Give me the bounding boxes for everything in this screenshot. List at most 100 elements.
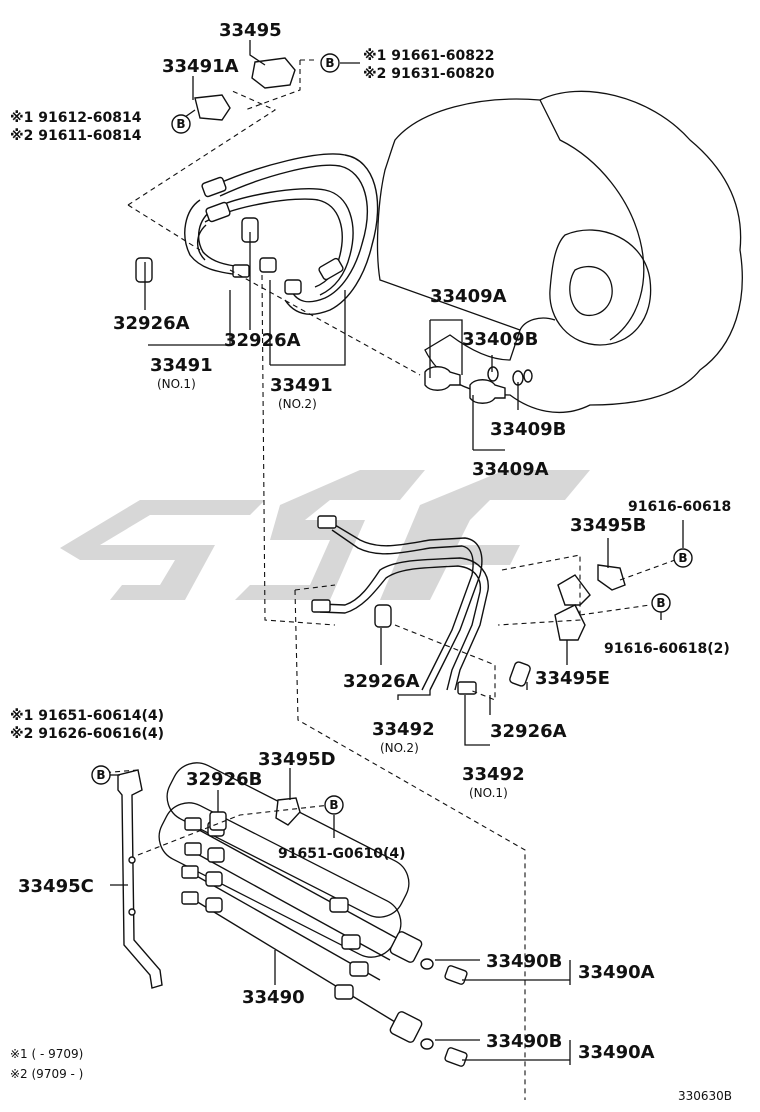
pipe-fitting (457, 681, 477, 695)
union-33409A (469, 379, 506, 404)
bracket-33495E (554, 604, 586, 641)
clamp-33491A (194, 94, 231, 121)
hose-end (184, 817, 202, 831)
label-33491: 33491 (270, 375, 333, 396)
label-32926B: 32926B (186, 769, 262, 790)
hose-clamp (205, 897, 223, 913)
label-no1: (NO.1) (469, 786, 508, 800)
union-bolt-33490A (444, 1047, 468, 1067)
label-33409A: 33409A (430, 286, 507, 307)
hose-clamp (207, 847, 225, 863)
hose-end (181, 865, 199, 879)
label-no1: (NO.1) (157, 377, 196, 391)
label-91651-60614: ※1 91651-60614(4) (10, 708, 164, 724)
hose-fitting (232, 264, 250, 278)
label-33491A: 33491A (162, 56, 239, 77)
circle-b-marker: B (673, 548, 693, 568)
diagram-code: 330630B (678, 1089, 732, 1103)
protector-sleeve (135, 257, 153, 283)
label-33409A: 33409A (472, 459, 549, 480)
label-32926A: 32926A (224, 330, 301, 351)
bolt-hole (128, 908, 136, 916)
hose-clamp (341, 934, 361, 950)
legend-note-1: ※1 ( - 9709) (10, 1047, 83, 1061)
bracket-33495 (251, 57, 296, 89)
leader-lines (110, 40, 684, 1065)
pipe-fitting (311, 599, 331, 613)
label-33495E: 33495E (535, 668, 610, 689)
hose-end (184, 842, 202, 856)
label-91612-60814: ※1 91612-60814 (10, 110, 142, 126)
clamp-33495B (597, 564, 626, 591)
pipe-fitting (317, 515, 337, 529)
bolt-hole (128, 856, 136, 864)
hose-clamp (318, 257, 344, 281)
label-no2: (NO.2) (380, 741, 419, 755)
circle-b-marker: B (171, 114, 191, 134)
union-33409A (424, 366, 461, 391)
legend-note-2: ※2 (9709 - ) (10, 1067, 83, 1081)
label-33490B: 33490B (486, 1031, 562, 1052)
hose-clamp (205, 201, 231, 223)
svg-text:B: B (678, 551, 687, 565)
hose-clamp (349, 961, 369, 977)
label-91631-60820: ※2 91631-60820 (363, 66, 495, 82)
middle-brackets (554, 564, 626, 641)
label-33492: 33492 (462, 764, 525, 785)
label-33490A: 33490A (578, 962, 655, 983)
label-91611-60814: ※2 91611-60814 (10, 128, 142, 144)
circle-b-marker: B (91, 765, 111, 785)
label-91616-60618-2: 91616-60618(2) (604, 641, 730, 657)
gasket-33409B (487, 366, 499, 382)
label-91651-G0610: 91651-G0610(4) (278, 846, 406, 862)
label-33490: 33490 (242, 987, 305, 1008)
gasket-33490B (420, 958, 434, 970)
hose-nut (389, 931, 423, 963)
lower-oil-cooler-hoses (158, 762, 468, 1067)
label-33409B: 33409B (462, 329, 538, 350)
hose-clamp (205, 871, 223, 887)
label-91616-60618: 91616-60618 (628, 499, 731, 515)
label-33409B: 33409B (490, 419, 566, 440)
label-33491: 33491 (150, 355, 213, 376)
elbow-fittings (424, 366, 533, 404)
hose-clamp (334, 984, 354, 1000)
label-32926A: 32926A (490, 721, 567, 742)
watermark-logo (60, 470, 590, 600)
gasket-33409B (523, 369, 533, 383)
protector-sleeve (509, 661, 531, 687)
reference-circles: B B B B B B (91, 53, 693, 815)
circle-b-marker: B (324, 795, 344, 815)
bracket-33495C (117, 769, 163, 989)
label-no2: (NO.2) (278, 397, 317, 411)
svg-text:B: B (325, 56, 334, 70)
upper-oil-cooler-hoses (135, 153, 379, 316)
hose-fitting (284, 279, 302, 295)
label-91661-60822: ※1 91661-60822 (363, 48, 494, 64)
svg-text:B: B (96, 768, 105, 782)
part-labels: 33495 33491A ※1 91661-60822 ※2 91631-608… (10, 20, 732, 1103)
svg-text:B: B (176, 117, 185, 131)
union-bolt-33490A (444, 965, 468, 985)
label-33495C: 33495C (18, 876, 94, 897)
label-91626-60616: ※2 91626-60616(4) (10, 726, 164, 742)
label-33495B: 33495B (570, 515, 646, 536)
transmission-case (376, 90, 743, 413)
lower-bracket (117, 769, 163, 989)
label-33495D: 33495D (258, 749, 336, 770)
label-33490A: 33490A (578, 1042, 655, 1063)
bracket-33495E-upper (557, 574, 591, 606)
hose-end (181, 891, 199, 905)
hose-clamp (201, 176, 227, 198)
dashed-reference-lines (99, 59, 676, 1100)
clamp-33495D (275, 797, 301, 826)
top-bracket (194, 57, 296, 121)
label-33492: 33492 (372, 719, 435, 740)
label-32926A: 32926A (343, 671, 420, 692)
middle-oil-cooler-pipes (311, 515, 531, 695)
label-32926A: 32926A (113, 313, 190, 334)
hose-nut (389, 1011, 423, 1043)
svg-text:B: B (329, 798, 338, 812)
hose-fitting (259, 257, 277, 273)
